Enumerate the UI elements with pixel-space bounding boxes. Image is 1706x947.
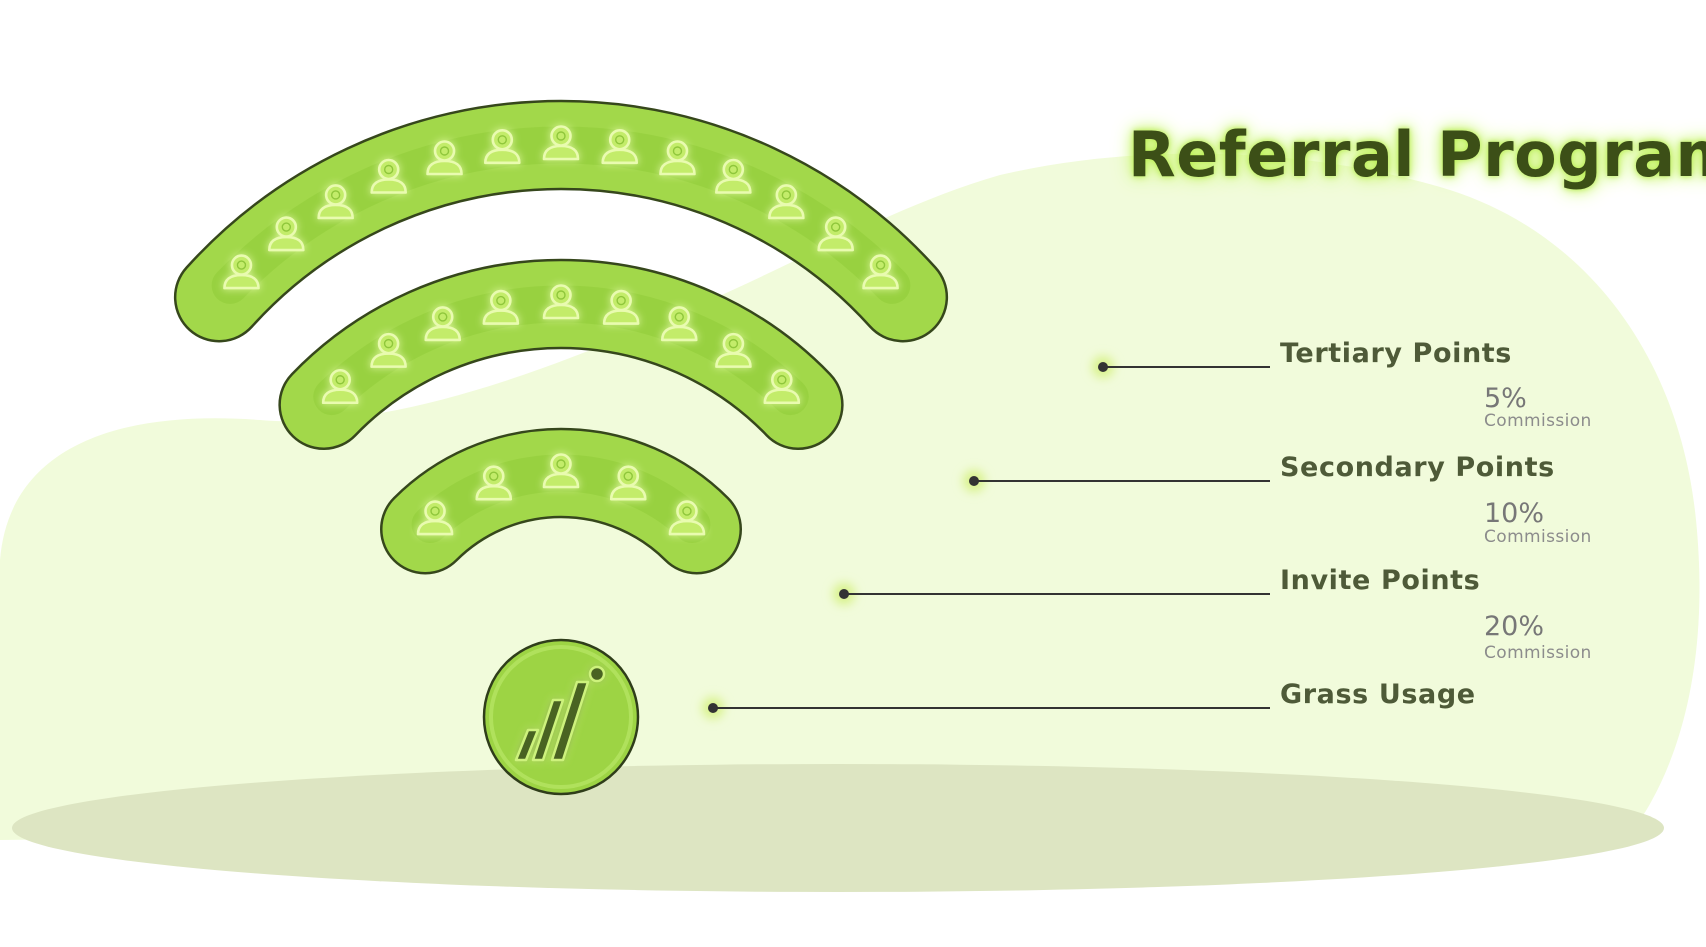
tier-secondary-commission: Commission — [1484, 527, 1592, 547]
page-title: Referral Program — [1128, 118, 1706, 191]
tier-invite-label: Invite Points — [1280, 565, 1481, 596]
grass-logo — [482, 638, 640, 796]
ground-shadow — [12, 764, 1664, 892]
tier-invite-commission: Commission — [1484, 643, 1592, 663]
connector-grass-usage — [702, 697, 1270, 719]
tier-invite-percent: 20% — [1484, 611, 1545, 642]
tier-grass-usage-label: Grass Usage — [1280, 679, 1476, 710]
tier-tertiary-label: Tertiary Points — [1280, 338, 1512, 369]
connector-invite — [833, 583, 1270, 605]
tier-secondary-percent: 10% — [1484, 498, 1545, 529]
arc-secondary — [278, 258, 844, 450]
tier-tertiary-percent: 5% — [1484, 383, 1527, 414]
connector-secondary — [963, 470, 1270, 492]
grass-logo-icon — [514, 665, 606, 762]
arc-tertiary — [173, 99, 949, 343]
connector-tertiary — [1092, 356, 1270, 378]
tier-secondary-label: Secondary Points — [1280, 452, 1555, 483]
arc-invite — [380, 427, 742, 575]
backdrop-shape — [0, 153, 1700, 840]
tier-tertiary-commission: Commission — [1484, 411, 1592, 431]
